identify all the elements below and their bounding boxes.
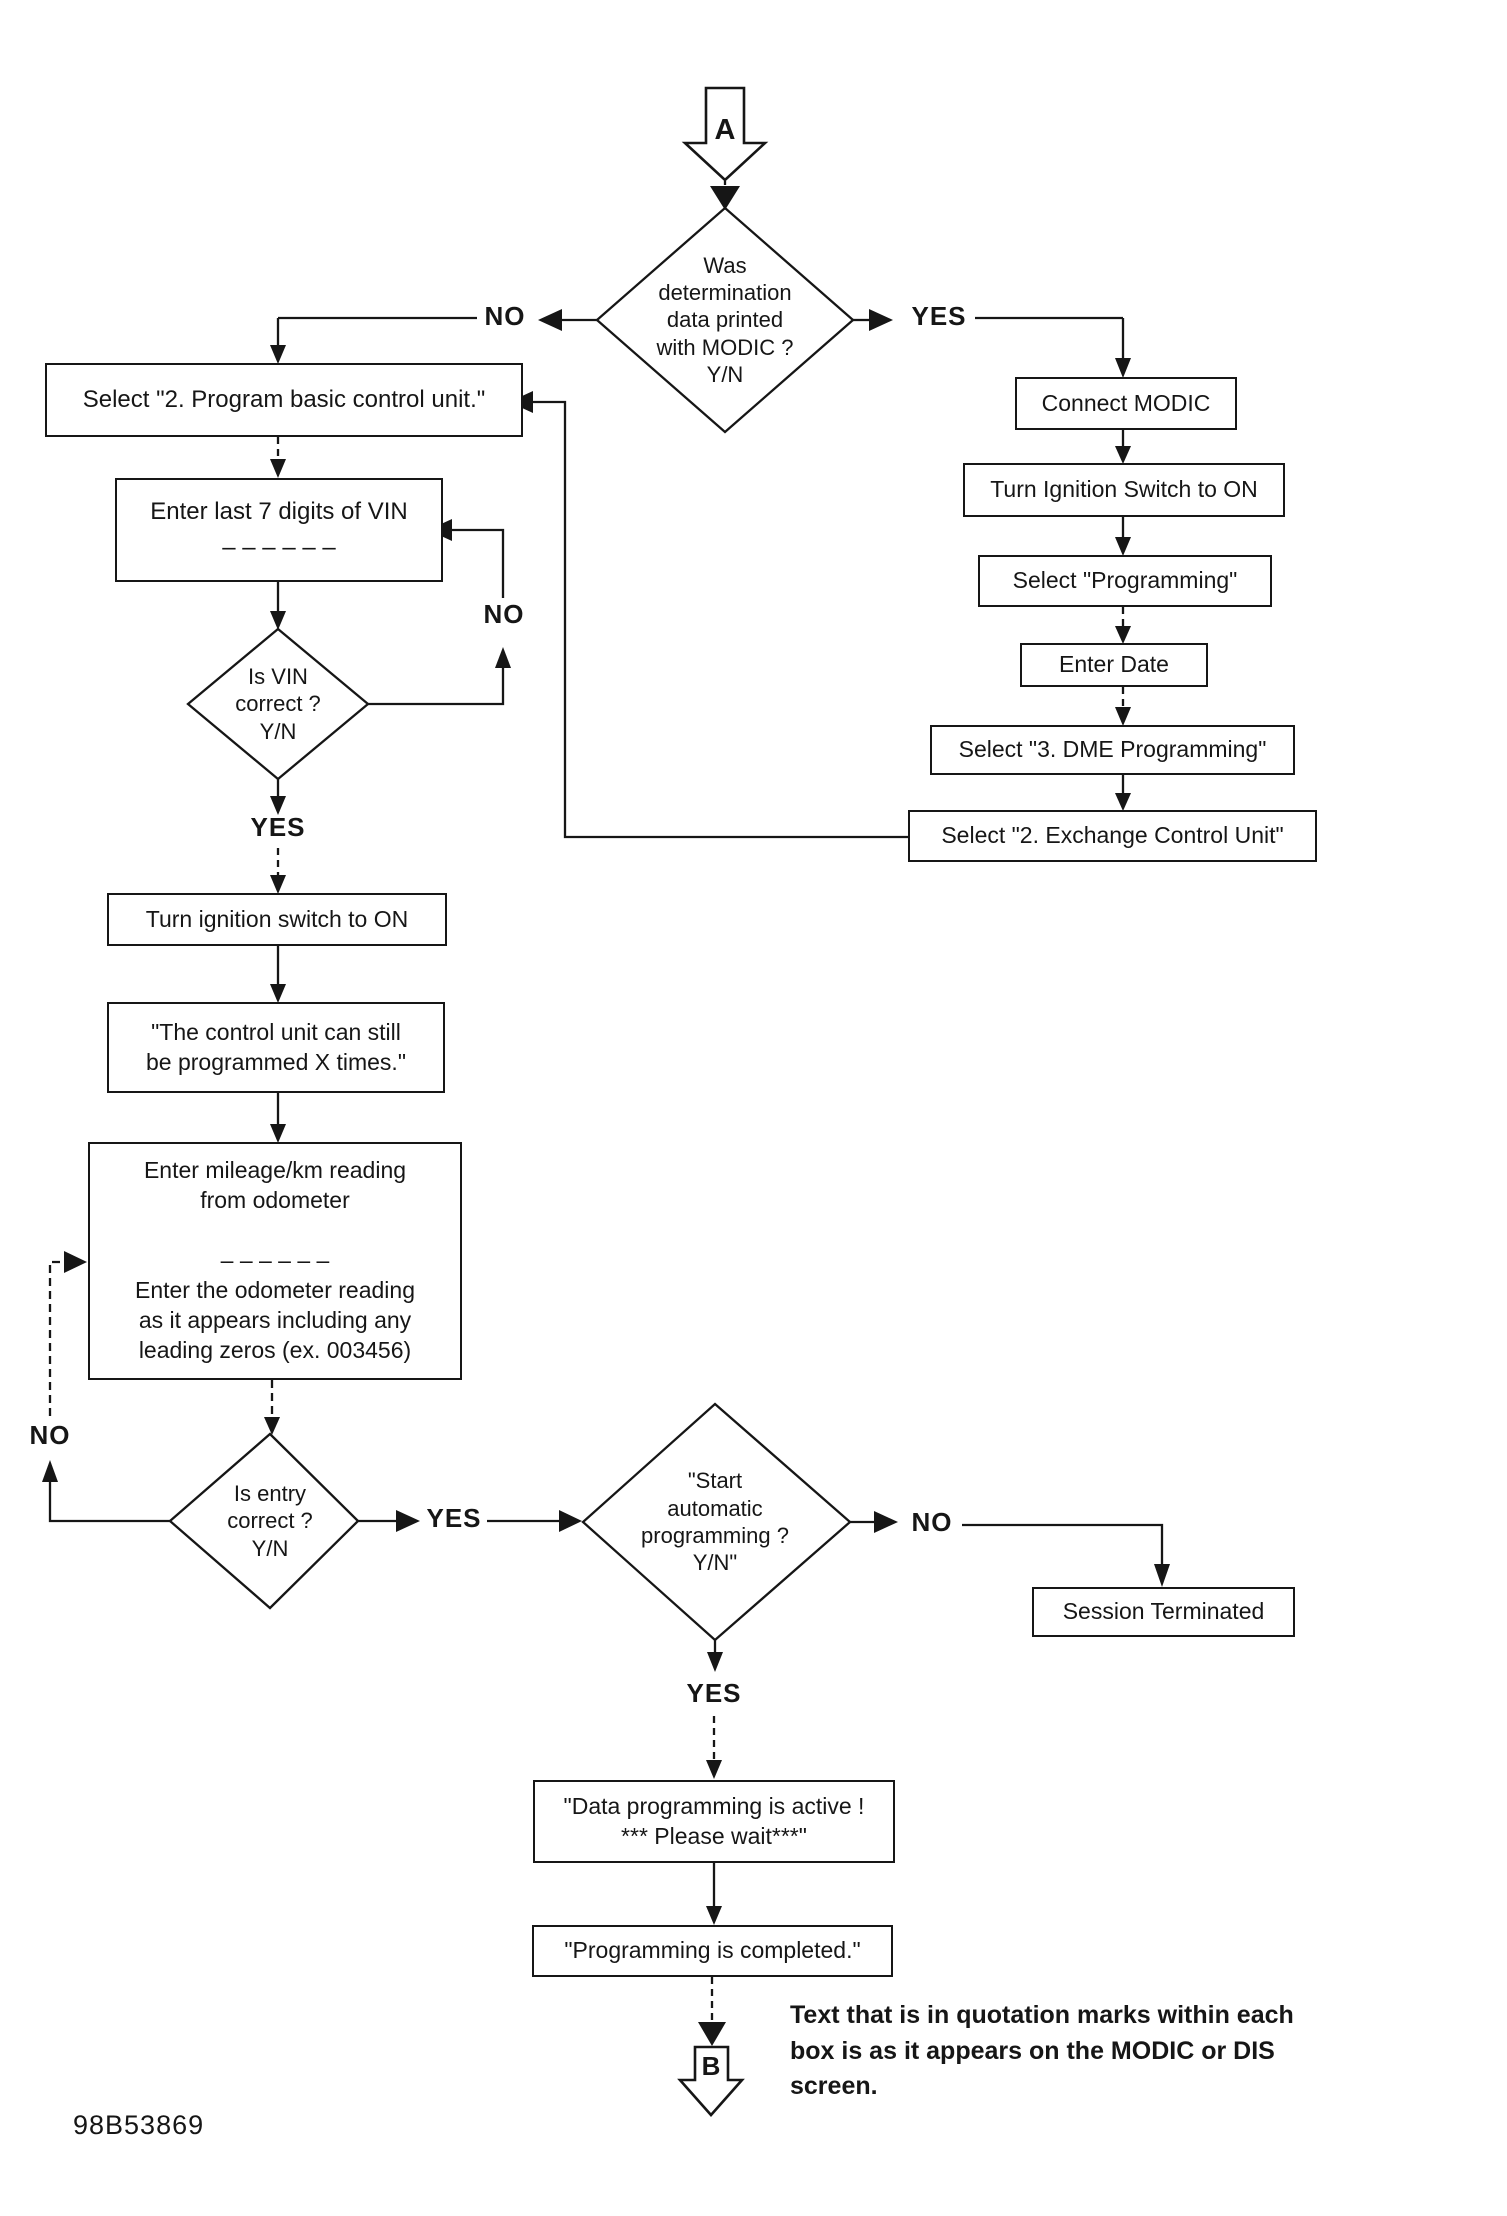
node-select-exchange: Select "2. Exchange Control Unit" (908, 810, 1317, 862)
node-session-terminated: Session Terminated (1032, 1587, 1295, 1637)
node-enter-mileage: Enter mileage/km reading from odometer –… (88, 1142, 462, 1380)
node-select-program-basic: Select "2. Program basic control unit." (45, 363, 523, 437)
label-yes-modic: YES (911, 301, 967, 331)
node-turn-ignition-lower: Turn ignition switch to ON (107, 893, 447, 946)
node-control-unit-times: "The control unit can still be programme… (107, 1002, 445, 1093)
node-turn-ignition-upper: Turn Ignition Switch to ON (963, 463, 1285, 517)
node-enter-date: Enter Date (1020, 643, 1208, 687)
label-no-modic: NO (484, 301, 526, 331)
decision-was-data-printed: Was determination data printed with MODI… (656, 252, 794, 387)
document-number: 98B53869 (73, 2110, 205, 2140)
connector-b-label: B (701, 2051, 721, 2081)
quotation-note: Text that is in quotation marks within e… (790, 2001, 1294, 2100)
decision-entry-correct: Is entry correct ? Y/N (227, 1481, 313, 1561)
label-yes-auto: YES (686, 1678, 742, 1708)
node-programming-completed: "Programming is completed." (532, 1925, 893, 1977)
label-no-auto: NO (911, 1507, 953, 1537)
node-connect-modic: Connect MODIC (1015, 377, 1237, 430)
node-select-programming: Select "Programming" (978, 555, 1272, 607)
decision-start-auto-programming: "Start automatic programming ? Y/N" (641, 1468, 789, 1576)
connector-a-label: A (714, 114, 736, 146)
node-enter-vin: Enter last 7 digits of VIN – – – – – – (115, 478, 443, 582)
decision-vin-correct: Is VIN correct ? Y/N (235, 664, 321, 744)
label-no-vin: NO (483, 599, 525, 629)
label-no-entry: NO (29, 1420, 71, 1450)
label-yes-entry: YES (426, 1503, 482, 1533)
node-select-dme: Select "3. DME Programming" (930, 725, 1295, 775)
node-data-programming: "Data programming is active ! *** Please… (533, 1780, 895, 1863)
label-yes-vin: YES (250, 812, 306, 842)
